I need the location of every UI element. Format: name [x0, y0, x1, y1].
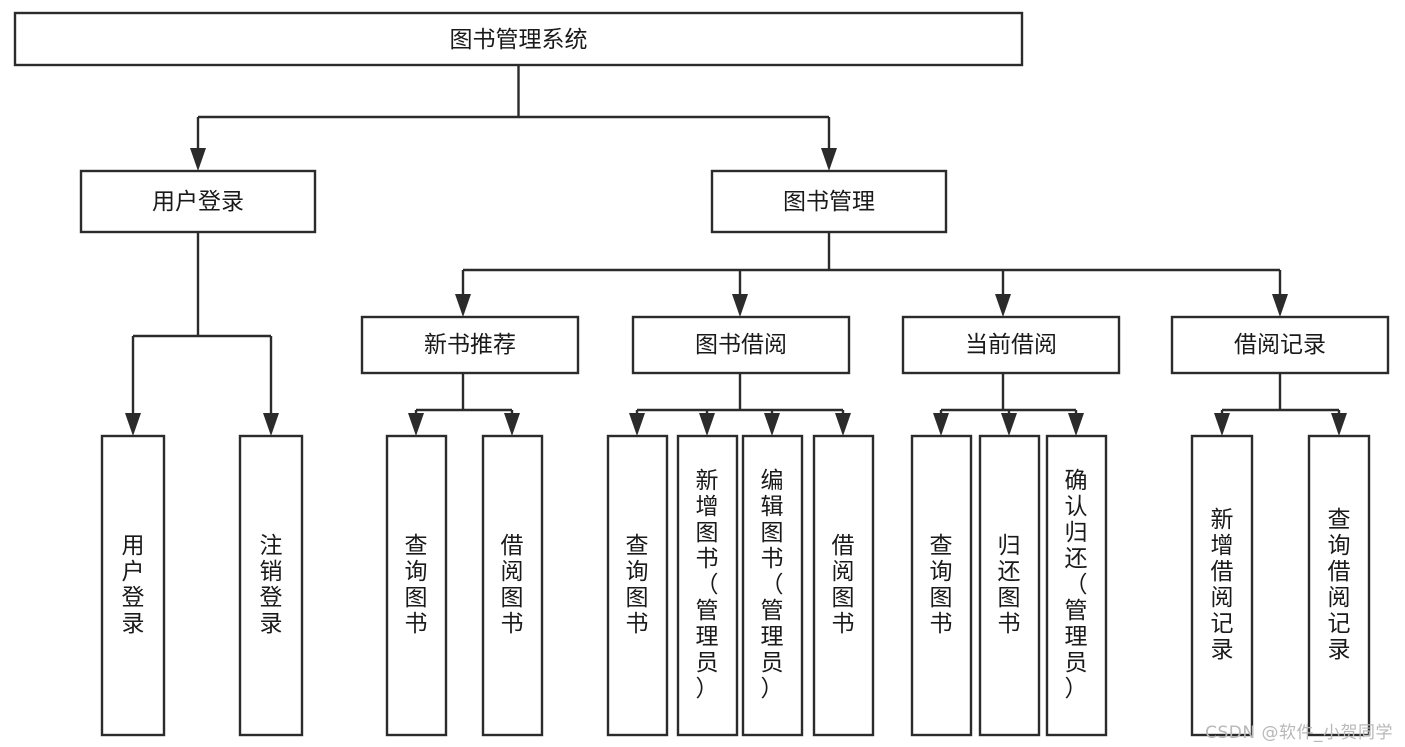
arrow-head-leaf-borrow-book-2: [835, 413, 851, 436]
arrow-head-leaf-query-record: [1331, 413, 1347, 436]
node-current-borrow[interactable]: 当前借阅: [901, 315, 1121, 375]
leaf-add-record-label: 新增借阅记录: [1211, 507, 1234, 663]
connector-layer: [125, 65, 1347, 436]
node-new-book-rec-box[interactable]: [360, 315, 580, 375]
node-book-manage-box[interactable]: [710, 169, 948, 234]
leaf-user-logout-label: 注销登录: [260, 533, 283, 637]
arrow-head-leaf-confirm-return: [1068, 413, 1084, 436]
leaf-user-logout[interactable]: 注销登录: [238, 434, 304, 737]
node-root[interactable]: 图书管理系统: [13, 11, 1024, 67]
leaf-borrow-book-2[interactable]: 借阅图书: [812, 434, 875, 737]
node-user-login-label: 用户登录: [152, 189, 244, 215]
arrow-head-leaf-add-record: [1214, 413, 1230, 436]
leaf-borrow-book-1-box[interactable]: [481, 434, 544, 737]
leaf-query-book-1-box[interactable]: [385, 434, 448, 737]
leaf-query-record-label: 查询借阅记录: [1328, 507, 1351, 663]
leaf-return-book-label: 归还图书: [998, 533, 1021, 637]
node-user-login[interactable]: 用户登录: [79, 169, 317, 234]
leaf-add-book[interactable]: 新增图书（管理员）: [676, 434, 739, 737]
arrow-head-leaf-query-book-1: [408, 413, 424, 436]
leaf-add-book-label: 新增图书（管理员）: [696, 468, 719, 702]
leaf-user-login-box[interactable]: [100, 434, 166, 737]
node-new-book-rec-label: 新书推荐: [424, 332, 516, 358]
node-user-login-box[interactable]: [79, 169, 317, 234]
leaf-confirm-return-box[interactable]: [1045, 434, 1108, 737]
arrow-head-leaf-borrow-book-1: [504, 413, 520, 436]
leaf-edit-book[interactable]: 编辑图书（管理员）: [741, 434, 804, 737]
node-borrow-record-box[interactable]: [1170, 315, 1390, 375]
leaf-query-record-box[interactable]: [1307, 434, 1371, 737]
leaf-query-book-2-label: 查询图书: [626, 533, 649, 637]
leaf-query-book-1[interactable]: 查询图书: [385, 434, 448, 737]
node-root-box[interactable]: [13, 11, 1024, 67]
arrow-head-current-borrow: [995, 294, 1011, 317]
leaf-edit-book-box[interactable]: [741, 434, 804, 737]
leaf-query-book-3-label: 查询图书: [930, 533, 953, 637]
node-book-borrow-label: 图书借阅: [695, 332, 787, 358]
leaf-borrow-book-1-label: 借阅图书: [501, 533, 524, 637]
leaf-user-login-label: 用户登录: [122, 533, 145, 637]
arrow-head-borrow-record: [1272, 294, 1288, 317]
arrow-head-book-manage: [821, 148, 837, 171]
leaf-return-book-box[interactable]: [978, 434, 1041, 737]
arrow-head-leaf-user-logout: [263, 413, 279, 436]
leaf-borrow-book-2-box[interactable]: [812, 434, 875, 737]
leaf-query-book-3-box[interactable]: [910, 434, 973, 737]
arrow-head-leaf-user-login: [125, 413, 141, 436]
arrow-head-user-login: [190, 148, 206, 171]
arrow-head-leaf-return-book: [1001, 413, 1017, 436]
node-current-borrow-label: 当前借阅: [965, 332, 1057, 358]
leaf-add-book-box[interactable]: [676, 434, 739, 737]
node-borrow-record[interactable]: 借阅记录: [1170, 315, 1390, 375]
leaf-add-record[interactable]: 新增借阅记录: [1190, 434, 1254, 737]
leaf-user-login[interactable]: 用户登录: [100, 434, 166, 737]
leaf-query-record[interactable]: 查询借阅记录: [1307, 434, 1371, 737]
leaf-edit-book-label: 编辑图书（管理员）: [761, 468, 784, 702]
arrow-head-leaf-add-book: [699, 413, 715, 436]
leaf-confirm-return[interactable]: 确认归还（管理员）: [1045, 434, 1108, 737]
node-book-borrow[interactable]: 图书借阅: [631, 315, 851, 375]
leaf-query-book-1-label: 查询图书: [405, 533, 428, 637]
leaf-query-book-2-box[interactable]: [606, 434, 669, 737]
leaf-borrow-book-1[interactable]: 借阅图书: [481, 434, 544, 737]
leaf-return-book[interactable]: 归还图书: [978, 434, 1041, 737]
arrow-head-new-book-rec: [455, 294, 471, 317]
node-root-label: 图书管理系统: [450, 27, 588, 53]
node-book-borrow-box[interactable]: [631, 315, 851, 375]
arrow-head-book-borrow: [732, 294, 748, 317]
leaf-borrow-book-2-label: 借阅图书: [832, 533, 855, 637]
node-book-manage[interactable]: 图书管理: [710, 169, 948, 234]
node-current-borrow-box[interactable]: [901, 315, 1121, 375]
leaf-query-book-3[interactable]: 查询图书: [910, 434, 973, 737]
leaf-confirm-return-label: 确认归还（管理员）: [1065, 468, 1088, 702]
node-book-manage-label: 图书管理: [783, 189, 875, 215]
leaf-add-record-box[interactable]: [1190, 434, 1254, 737]
node-borrow-record-label: 借阅记录: [1234, 332, 1326, 358]
leaf-user-logout-box[interactable]: [238, 434, 304, 737]
arrow-head-leaf-query-book-2: [629, 413, 645, 436]
leaf-query-book-2[interactable]: 查询图书: [606, 434, 669, 737]
node-new-book-rec[interactable]: 新书推荐: [360, 315, 580, 375]
arrow-head-leaf-query-book-3: [933, 413, 949, 436]
arrow-head-leaf-edit-book: [764, 413, 780, 436]
